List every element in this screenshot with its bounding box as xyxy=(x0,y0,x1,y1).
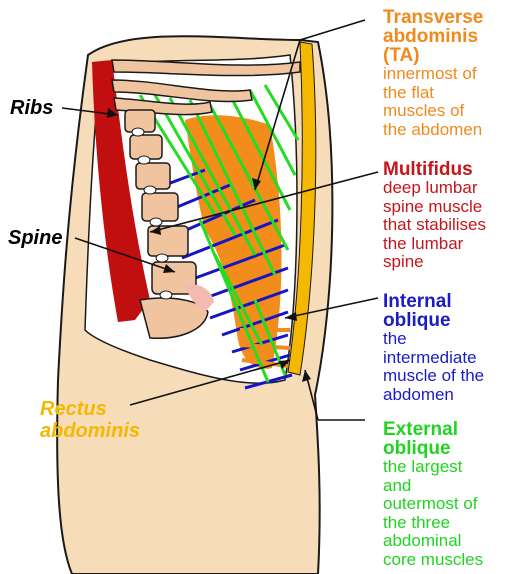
rectus-label-line: Rectus xyxy=(40,398,140,420)
legend-title: oblique xyxy=(383,311,484,330)
legend-internal-oblique: Internal oblique the intermediate muscle… xyxy=(383,292,484,404)
legend-desc: the lumbar xyxy=(383,235,486,254)
legend-desc: the xyxy=(383,330,484,349)
legend-desc: innermost of xyxy=(383,65,483,84)
legend-desc: deep lumbar xyxy=(383,179,486,198)
legend-desc: abdominal xyxy=(383,532,483,551)
legend-desc: outermost of xyxy=(383,495,483,514)
ribs-label: Ribs xyxy=(10,98,53,118)
legend-desc: the largest xyxy=(383,458,483,477)
legend-transverse: Transverse abdominis (TA) innermost of t… xyxy=(383,8,483,139)
legend-desc: muscles of xyxy=(383,102,483,121)
legend-desc: that stabilises xyxy=(383,216,486,235)
legend-desc: abdomen xyxy=(383,386,484,405)
legend-desc: the abdomen xyxy=(383,121,483,140)
rectus-label-line: abdominis xyxy=(40,420,140,442)
legend-title: abdominis xyxy=(383,27,483,46)
legend-title: Multifidus xyxy=(383,160,486,179)
legend-external-oblique: External oblique the largest and outermo… xyxy=(383,420,483,569)
legend-title: oblique xyxy=(383,439,483,458)
rectus-abdominis-label: Rectus abdominis xyxy=(40,398,140,442)
legend-desc: the three xyxy=(383,514,483,533)
legend-desc: intermediate xyxy=(383,349,484,368)
legend-title: External xyxy=(383,420,483,439)
spine-label: Spine xyxy=(8,228,62,248)
legend-title: Transverse xyxy=(383,8,483,27)
legend-multifidus: Multifidus deep lumbar spine muscle that… xyxy=(383,160,486,272)
legend-desc: core muscles xyxy=(383,551,483,570)
legend-desc: and xyxy=(383,477,483,496)
legend-desc: the flat xyxy=(383,84,483,103)
legend-title: Internal xyxy=(383,292,484,311)
legend-title: (TA) xyxy=(383,46,483,65)
legend-desc: muscle of the xyxy=(383,367,484,386)
legend-desc: spine xyxy=(383,253,486,272)
legend-desc: spine muscle xyxy=(383,198,486,217)
